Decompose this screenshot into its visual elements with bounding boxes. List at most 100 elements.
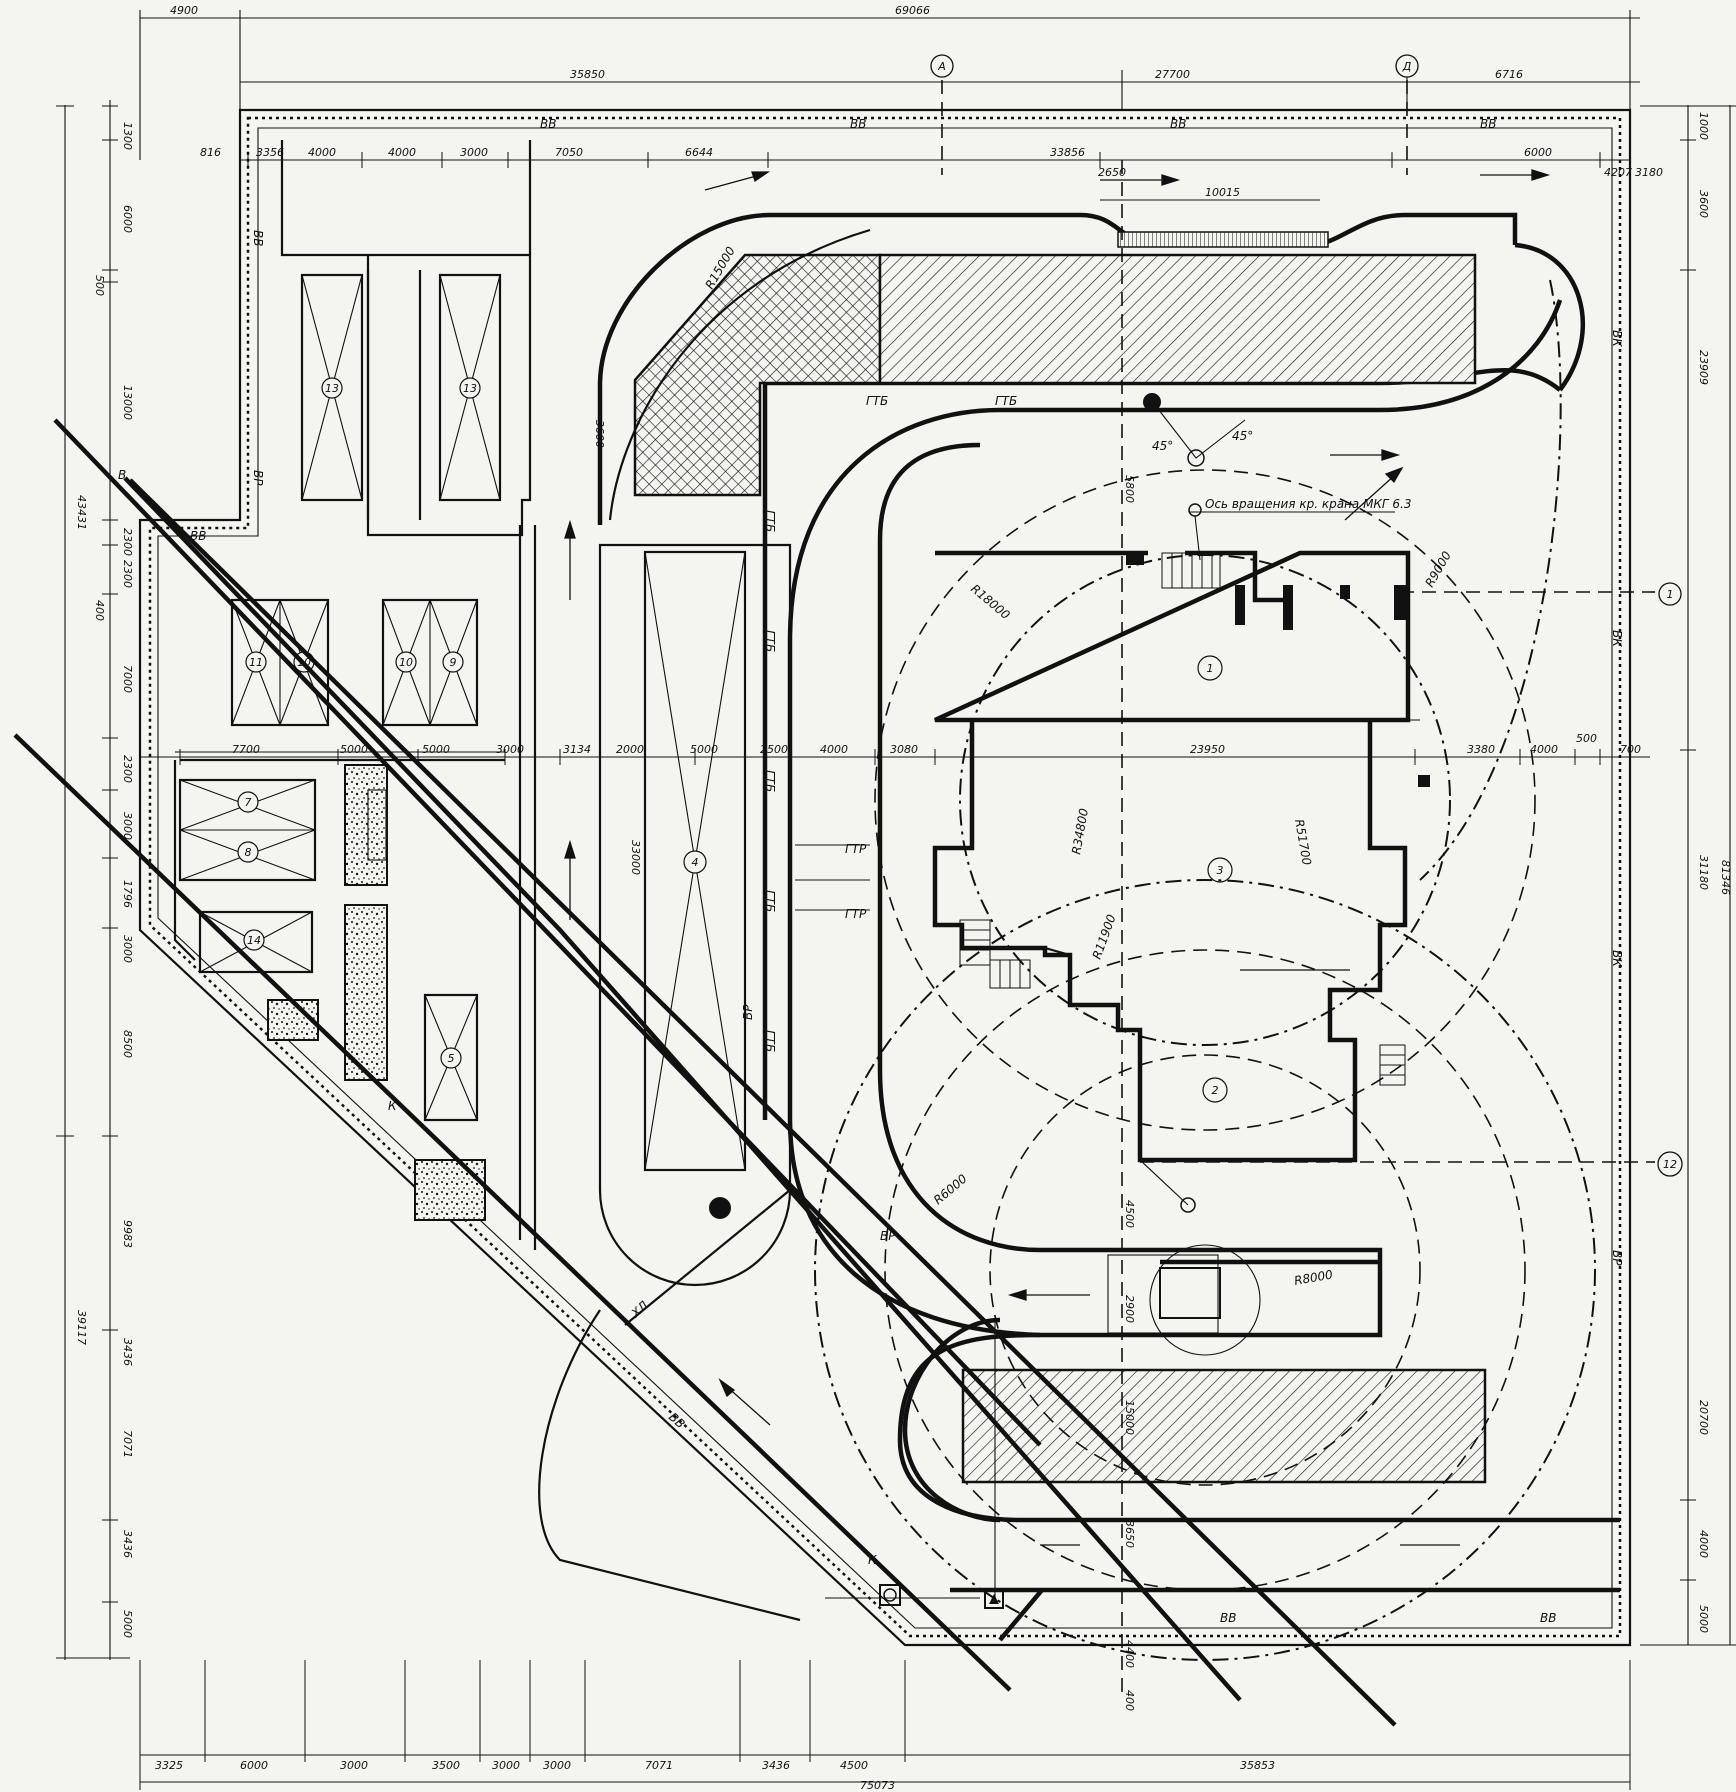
svg-text:10: 10	[399, 656, 413, 669]
svg-text:4000: 4000	[1530, 743, 1558, 756]
svg-text:R34800: R34800	[1069, 807, 1091, 856]
dim-l-500: 500	[93, 275, 106, 296]
svg-text:ГТР: ГТР	[845, 907, 867, 921]
dim-l-39117: 39117	[75, 1310, 88, 1345]
svg-text:8: 8	[245, 846, 252, 859]
diagonal-sections	[13, 418, 1397, 1727]
dim-6716: 6716	[1495, 68, 1523, 81]
stack-area-7-8: 7 8	[178, 778, 317, 882]
dim-r-5000: 5000	[1697, 1605, 1710, 1633]
dim-b-3000-b: 3000	[492, 1759, 520, 1772]
dim-b-3436: 3436	[762, 1759, 790, 1772]
dim-4900: 4900	[170, 4, 198, 17]
dim-33856: 33856	[1050, 146, 1085, 159]
svg-text:4000: 4000	[820, 743, 848, 756]
svg-text:ВВ: ВВ	[1480, 117, 1496, 131]
svg-text:ГТБ: ГТБ	[763, 890, 777, 912]
pipeline-labels: ГТБ ГТБ ГТР ГТР ГТБ ГТБ ГТБ ГТБ ГТБ	[763, 394, 1017, 1052]
dim-l-2300-b: 2300	[121, 560, 134, 588]
svg-text:ВВ: ВВ	[1220, 1611, 1236, 1625]
internal-road	[787, 299, 1620, 1593]
dim-l-3436-a: 3436	[121, 1338, 134, 1366]
stack-area-4: 4	[598, 543, 792, 1287]
svg-text:3134: 3134	[563, 743, 591, 756]
dim-l-1796: 1796	[121, 880, 134, 908]
dim-l-6000: 6000	[121, 205, 134, 233]
svg-text:2: 2	[1212, 1084, 1219, 1097]
axis-marker-1: 1	[1400, 582, 1682, 606]
right-dim-texts: 1000 3600 23909 31180 81346 20700 4000 5…	[1697, 112, 1732, 1633]
dim-b-3000-a: 3000	[340, 1759, 368, 1772]
dim-4000-b: 4000	[388, 146, 416, 159]
dim-7050: 7050	[555, 146, 583, 159]
hatched-building-crosshatch	[633, 253, 882, 497]
svg-text:Ось вращения кр. крана МКГ 6.3: Ось вращения кр. крана МКГ 6.3	[1205, 497, 1412, 511]
axis-marker-A: A	[930, 54, 954, 175]
traffic-arrows	[564, 169, 1551, 1546]
dim-2650: 2650	[1098, 166, 1126, 179]
dim-27700: 27700	[1155, 68, 1190, 81]
svg-text:ВК: ВК	[1610, 330, 1624, 347]
dim-l-3436-b: 3436	[121, 1530, 134, 1558]
dim-l-7000: 7000	[121, 665, 134, 693]
dim-r-81346: 81346	[1719, 860, 1732, 895]
crane-circles	[608, 228, 1596, 1661]
label-XL: ХЛ	[628, 1298, 651, 1321]
dim-b-75073: 75073	[860, 1779, 895, 1792]
dim-b-6000: 6000	[240, 1759, 268, 1772]
svg-text:2500: 2500	[760, 743, 788, 756]
svg-text:5: 5	[448, 1052, 455, 1065]
dim-4207: 4207	[1604, 166, 1632, 179]
svg-text:ГТБ: ГТБ	[763, 1030, 777, 1052]
svg-text:400: 400	[1123, 1690, 1136, 1711]
svg-text:45°: 45°	[1232, 429, 1253, 443]
svg-text:ГТБ: ГТБ	[866, 394, 888, 408]
dim-3180: 3180	[1635, 166, 1663, 179]
main-building: 1 3 2	[932, 550, 1430, 1163]
svg-text:45°: 45°	[1152, 439, 1173, 453]
svg-text:5000: 5000	[690, 743, 718, 756]
svg-text:13: 13	[463, 382, 477, 395]
svg-text:R11900: R11900	[1090, 912, 1119, 961]
dim-b-35853: 35853	[1240, 1759, 1275, 1772]
material-piles	[267, 764, 486, 1221]
svg-text:ВР: ВР	[1610, 1250, 1624, 1266]
dim-l-43431: 43431	[75, 495, 88, 530]
dim-3000: 3000	[460, 146, 488, 159]
stack-area-5: 5	[423, 993, 479, 1122]
svg-text:A: A	[937, 60, 946, 73]
svg-text:5000: 5000	[340, 743, 368, 756]
label-K-2: К	[868, 1553, 877, 1567]
stack-area-13a: 13	[300, 273, 364, 502]
svg-text:4400: 4400	[1123, 1640, 1136, 1668]
section-label-B: В	[118, 468, 126, 482]
svg-text:ГТБ: ГТБ	[763, 770, 777, 792]
storage-yard: 13 13 11 10 10 9	[173, 140, 537, 1250]
label-VR-2: ВР	[741, 1004, 755, 1020]
svg-text:700: 700	[1620, 743, 1641, 756]
svg-text:3080: 3080	[890, 743, 918, 756]
dim-35850: 35850	[570, 68, 605, 81]
label-VR: ВР	[880, 1229, 896, 1243]
angle-markers: 45° 45°	[1139, 393, 1253, 1213]
dim-l-400: 400	[93, 600, 106, 621]
svg-text:23950: 23950	[1190, 743, 1225, 756]
svg-text:ВВ: ВВ	[666, 1410, 688, 1431]
svg-text:R6000: R6000	[931, 1171, 970, 1207]
svg-text:7: 7	[245, 796, 252, 809]
svg-text:500: 500	[1576, 732, 1597, 745]
dim-l-5000: 5000	[121, 1610, 134, 1638]
svg-text:3: 3	[1217, 864, 1224, 877]
right-dimension-lines	[1640, 105, 1736, 1646]
svg-text:R8000: R8000	[1293, 1267, 1334, 1288]
svg-text:1: 1	[1667, 588, 1674, 601]
svg-text:ВВ: ВВ	[850, 117, 866, 131]
svg-text:ГТБ: ГТБ	[763, 630, 777, 652]
svg-text:11: 11	[249, 656, 263, 669]
stack-area-14: 14	[198, 910, 314, 974]
dim-r-4000: 4000	[1697, 1530, 1710, 1558]
svg-text:ВВ: ВВ	[1170, 117, 1186, 131]
dim-b-7071: 7071	[645, 1759, 673, 1772]
